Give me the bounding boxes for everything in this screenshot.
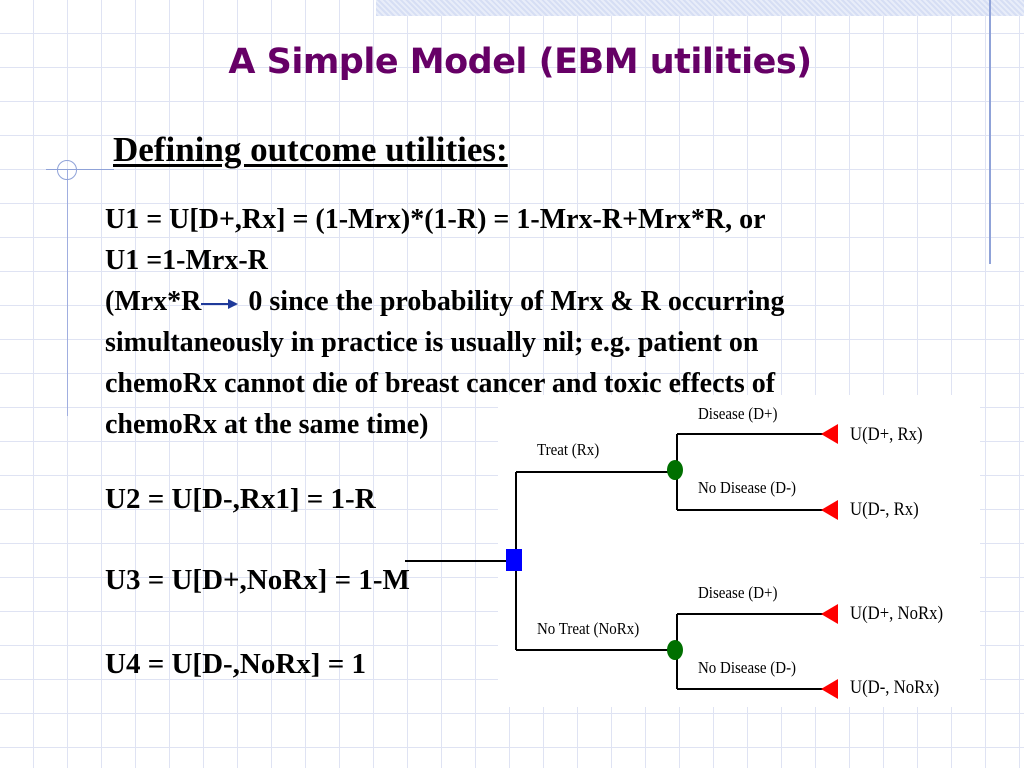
outcome-label-notreat-disease: Disease (D+) xyxy=(698,583,778,602)
branch-label-treat: Treat (Rx) xyxy=(537,440,600,459)
header-pattern-band xyxy=(376,0,1024,16)
body-text-block: U1 = U[D+,Rx] = (1-Mrx)*(1-R) = 1-Mrx-R+… xyxy=(105,199,955,445)
body-line-3: (Mrx*R 0 since the probability of Mrx & … xyxy=(105,281,955,322)
body-line-3-suffix: 0 since the probability of Mrx & R occur… xyxy=(241,286,785,317)
body-line-2: U1 =1-Mrx-R xyxy=(105,245,268,276)
slide-title: A Simple Model (EBM utilities) xyxy=(228,42,812,82)
section-heading: Defining outcome utilities: xyxy=(113,130,508,169)
equation-u4: U4 = U[D-,NoRx] = 1 xyxy=(105,648,366,680)
branch-label-no-treat: No Treat (NoRx) xyxy=(537,619,640,638)
outcome-label-treat-no-disease: No Disease (D-) xyxy=(698,478,797,497)
right-arrow-icon xyxy=(201,298,239,309)
terminal-label-d-plus-rx: U(D+, Rx) xyxy=(850,424,923,445)
terminal-label-d-minus-rx: U(D-, Rx) xyxy=(850,499,919,520)
decision-tree-backdrop xyxy=(498,395,980,707)
body-line-5: chemoRx cannot die of breast cancer and … xyxy=(105,368,776,399)
body-line-6: chemoRx at the same time) xyxy=(105,409,429,440)
terminal-label-d-minus-norx: U(D-, NoRx) xyxy=(850,677,940,698)
decorative-circle-icon xyxy=(57,160,77,180)
decorative-horizontal-line xyxy=(46,169,114,170)
equation-u2: U2 = U[D-,Rx1] = 1-R xyxy=(105,483,376,515)
body-line-4: simultaneously in practice is usually ni… xyxy=(105,327,759,358)
body-line-1: U1 = U[D+,Rx] = (1-Mrx)*(1-R) = 1-Mrx-R+… xyxy=(105,204,766,235)
body-line-3-prefix: (Mrx*R xyxy=(105,286,202,317)
outcome-label-notreat-no-disease: No Disease (D-) xyxy=(698,658,797,677)
terminal-label-d-plus-norx: U(D+, NoRx) xyxy=(850,603,944,624)
decorative-vertical-line-left xyxy=(67,170,68,416)
outcome-label-treat-disease: Disease (D+) xyxy=(698,404,778,423)
decorative-vertical-line-right xyxy=(989,0,991,264)
equation-u3: U3 = U[D+,NoRx] = 1-M xyxy=(105,564,410,596)
